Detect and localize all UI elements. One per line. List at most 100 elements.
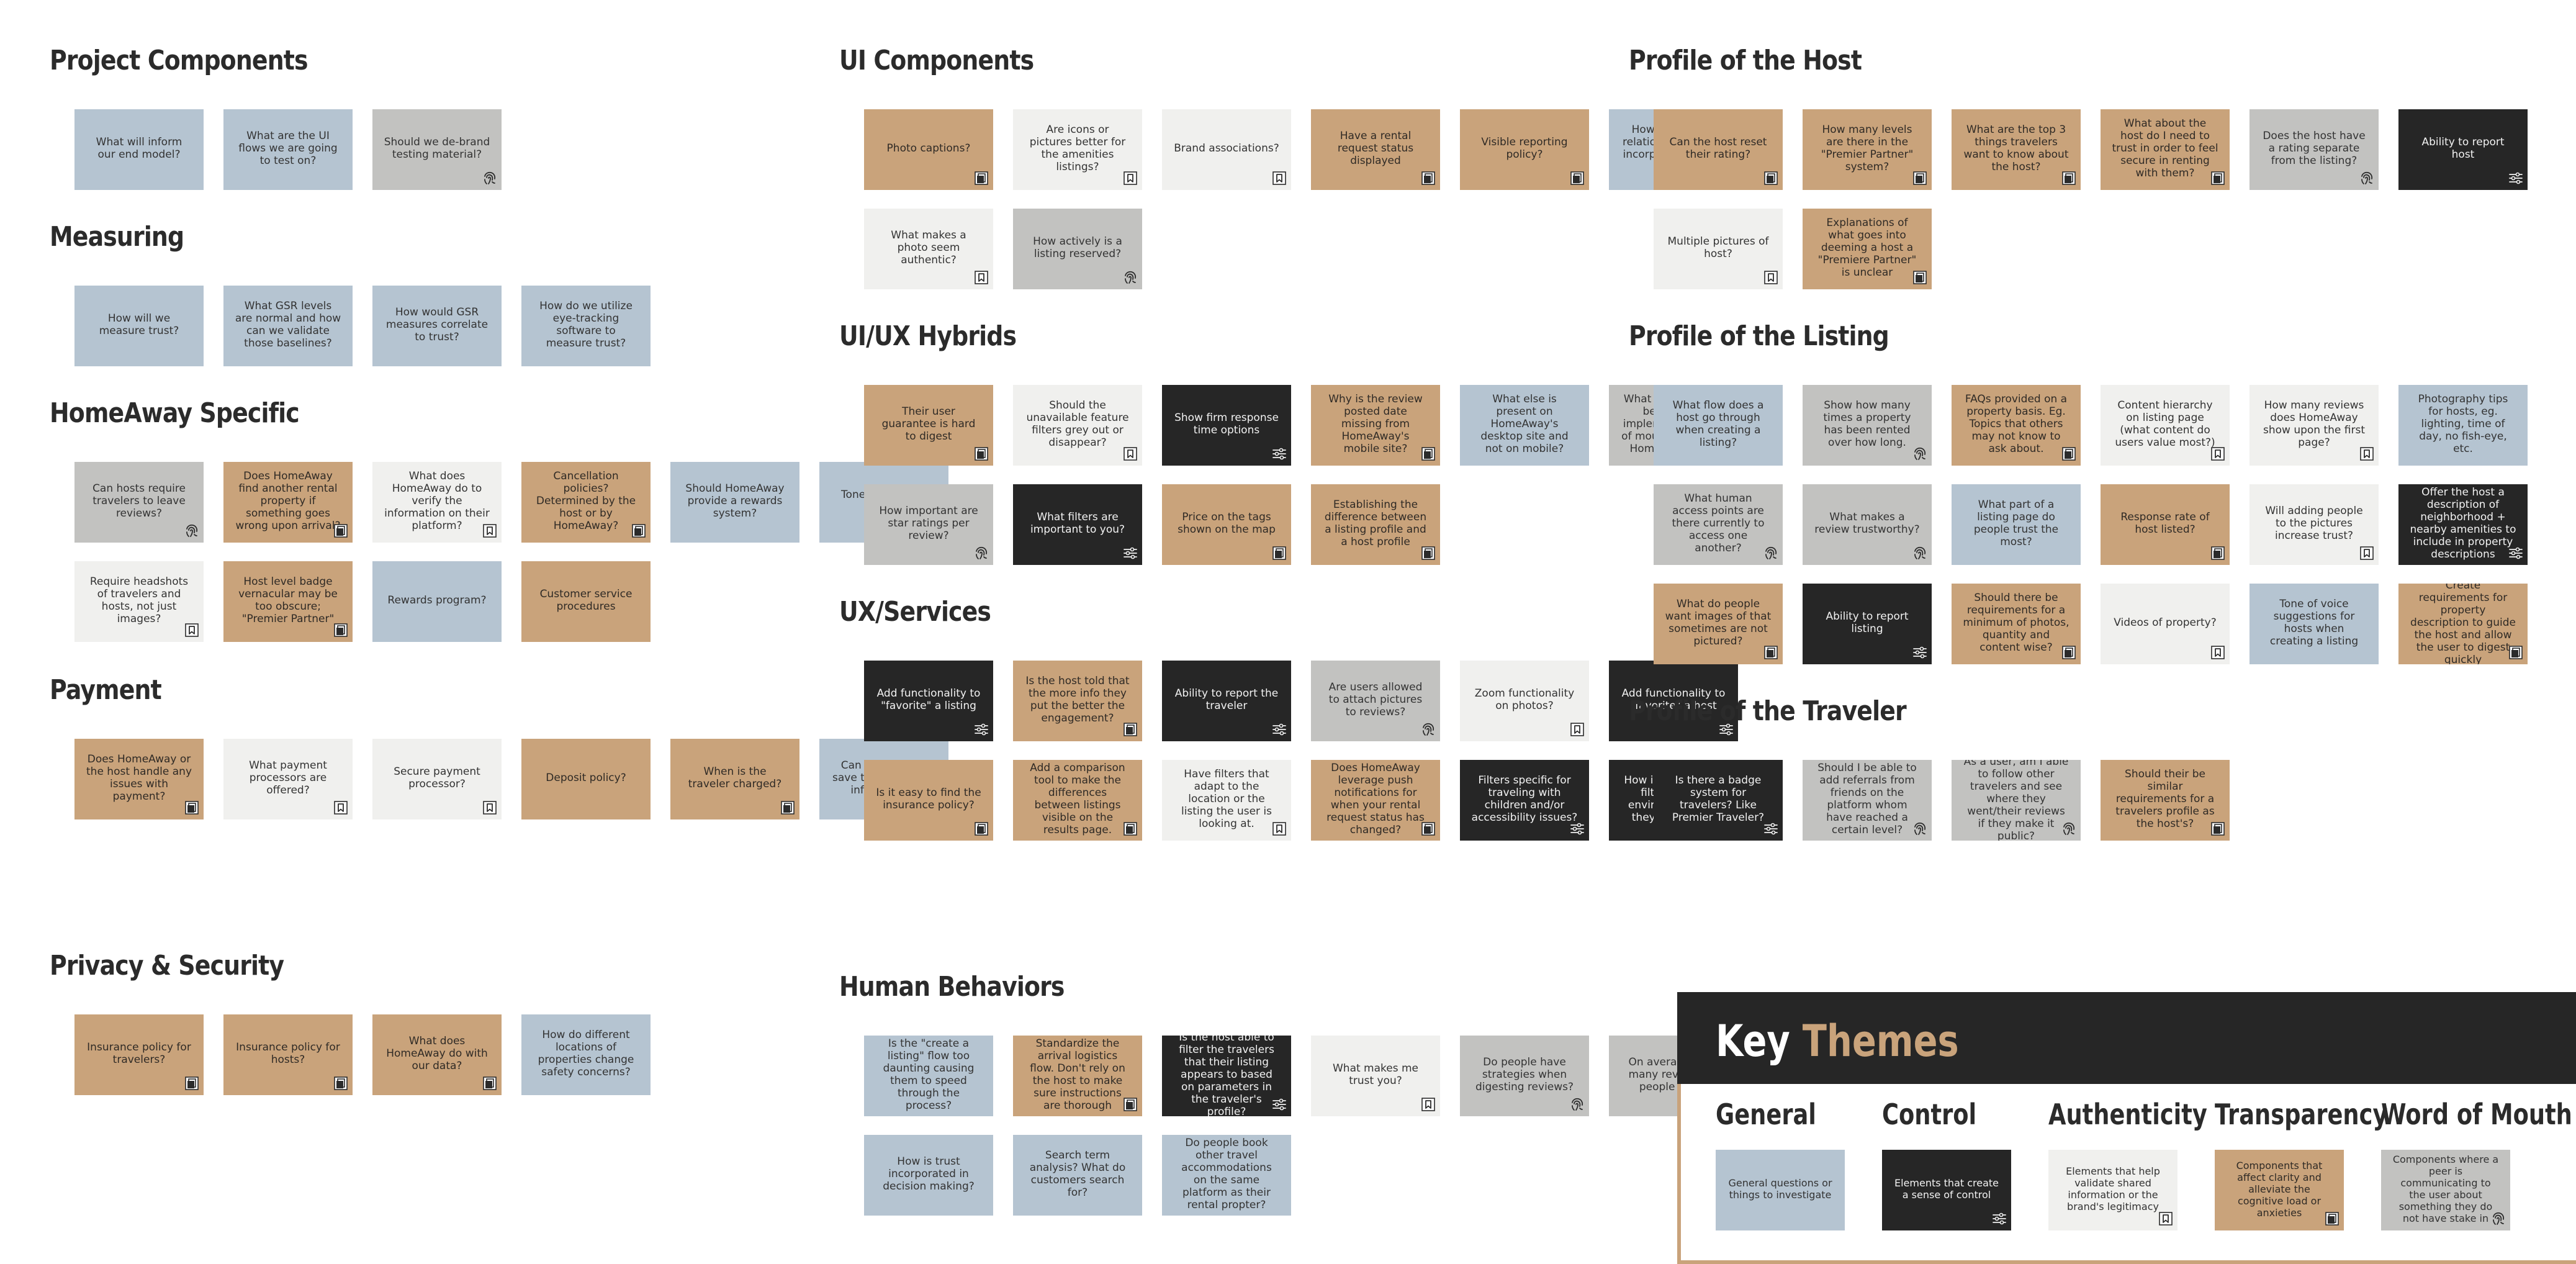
sticky-note[interactable]: Should we de-brand testing material? xyxy=(372,109,502,190)
sticky-note[interactable]: Is the "create a listing" flow too daunt… xyxy=(864,1036,993,1116)
sticky-note-text: What payment processors are offered? xyxy=(249,759,327,797)
sticky-note[interactable]: Should I be able to add referrals from f… xyxy=(1803,760,1932,841)
sticky-note[interactable]: Should there be requirements for a minim… xyxy=(1952,584,2081,664)
sticky-note[interactable]: Do people book other travel accommodatio… xyxy=(1162,1135,1291,1216)
sticky-note[interactable]: Does the host have a rating separate fro… xyxy=(2249,109,2379,190)
sticky-note[interactable]: Filters specific for traveling with chil… xyxy=(1460,760,1589,841)
sticky-note[interactable]: Ability to report host xyxy=(2398,109,2528,190)
sticky-note[interactable]: Add functionality to "favorite" a host xyxy=(1609,661,1738,741)
sticky-note[interactable]: What flow does a host go through when cr… xyxy=(1654,385,1783,466)
sticky-note[interactable]: Add functionality to "favorite" a listin… xyxy=(864,661,993,741)
sticky-note[interactable]: Should the unavailable feature filters g… xyxy=(1013,385,1142,466)
sticky-note[interactable]: What human access points are there curre… xyxy=(1654,484,1783,565)
sticky-note[interactable]: Search term analysis? What do customers … xyxy=(1013,1135,1142,1216)
sticky-note[interactable]: Brand associations? xyxy=(1162,109,1291,190)
sticky-note[interactable]: When is the traveler charged? xyxy=(670,739,799,819)
sticky-note[interactable]: Is the host able to filter the travelers… xyxy=(1162,1036,1291,1116)
sticky-note[interactable]: Host level badge vernacular may be too o… xyxy=(223,561,353,642)
sticky-note[interactable]: What GSR levels are normal and how can w… xyxy=(223,286,353,366)
sticky-note[interactable]: Photography tips for hosts, eg. lighting… xyxy=(2398,385,2528,466)
sticky-note[interactable]: Show how many times a property has been … xyxy=(1803,385,1932,466)
sticky-note[interactable]: What else is present on HomeAway's deskt… xyxy=(1460,385,1589,466)
sticky-note[interactable]: Response rate of host listed? xyxy=(2101,484,2230,565)
sticky-note[interactable]: How important are star ratings per revie… xyxy=(864,484,993,565)
bookmark-icon xyxy=(2210,446,2226,462)
sticky-note[interactable]: What makes me trust you? xyxy=(1311,1036,1440,1116)
sticky-note-text: How do different locations of properties… xyxy=(538,1029,634,1078)
sticky-note[interactable]: Does HomeAway leverage push notification… xyxy=(1311,760,1440,841)
layers-icon xyxy=(973,170,989,186)
sticky-note[interactable]: Does HomeAway or the host handle any iss… xyxy=(74,739,204,819)
sticky-note-grid: How will we measure trust?What GSR level… xyxy=(74,286,948,366)
sticky-note-grid: Insurance policy for travelers?Insurance… xyxy=(74,1014,948,1095)
sticky-note[interactable]: Insurance policy for hosts? xyxy=(223,1014,353,1095)
sticky-note[interactable]: What payment processors are offered? xyxy=(223,739,353,819)
sticky-note[interactable]: Explanations of what goes into deeming a… xyxy=(1803,209,1932,289)
sticky-note[interactable]: Can hosts require travelers to leave rev… xyxy=(74,462,204,543)
sticky-note[interactable]: What makes a review trustworthy? xyxy=(1803,484,1932,565)
sticky-note[interactable]: Show firm response time options xyxy=(1162,385,1291,466)
sticky-note[interactable]: How is trust incorporated in decision ma… xyxy=(864,1135,993,1216)
sticky-note[interactable]: Have filters that adapt to the location … xyxy=(1162,760,1291,841)
sticky-note[interactable]: Insurance policy for travelers? xyxy=(74,1014,204,1095)
sticky-note[interactable]: Have a rental request status displayed xyxy=(1311,109,1440,190)
sticky-note[interactable]: How actively is a listing reserved? xyxy=(1013,209,1142,289)
sticky-note[interactable]: Videos of property? xyxy=(2101,584,2230,664)
sticky-note[interactable]: Photo captions? xyxy=(864,109,993,190)
sticky-note[interactable]: What do people want images of that somet… xyxy=(1654,584,1783,664)
sticky-note[interactable]: Should their be similar requirements for… xyxy=(2101,760,2230,841)
sticky-note[interactable]: FAQs provided on a property basis. Eg. T… xyxy=(1952,385,2081,466)
sticky-note[interactable]: Multiple pictures of host? xyxy=(1654,209,1783,289)
sticky-note[interactable]: What part of a listing page do people tr… xyxy=(1952,484,2081,565)
sliders-icon xyxy=(2508,170,2524,186)
sticky-note[interactable]: How will we measure trust? xyxy=(74,286,204,366)
sticky-note[interactable]: Will adding people to the pictures incre… xyxy=(2249,484,2379,565)
sticky-note[interactable]: Why is the review posted date missing fr… xyxy=(1311,385,1440,466)
sticky-note-grid: Does HomeAway or the host handle any iss… xyxy=(74,739,948,819)
sticky-note[interactable]: Secure payment processor? xyxy=(372,739,502,819)
sticky-note[interactable]: Cancellation policies? Determined by the… xyxy=(521,462,651,543)
sticky-note[interactable]: Do people have strategies when digesting… xyxy=(1460,1036,1589,1116)
sticky-note[interactable]: Tone of voice suggestions for hosts when… xyxy=(2249,584,2379,664)
sticky-note[interactable]: Ability to report the traveler xyxy=(1162,661,1291,741)
sticky-note[interactable]: As a user, am I able to follow other tra… xyxy=(1952,760,2081,841)
sticky-note[interactable]: Does HomeAway find another rental proper… xyxy=(223,462,353,543)
sticky-note[interactable]: Standardize the arrival logistics flow. … xyxy=(1013,1036,1142,1116)
sticky-note[interactable]: Deposit policy? xyxy=(521,739,651,819)
sticky-note[interactable]: How would GSR measures correlate to trus… xyxy=(372,286,502,366)
sticky-note[interactable]: Content hierarchy on listing page (what … xyxy=(2101,385,2230,466)
sticky-note[interactable]: Zoom functionality on photos? xyxy=(1460,661,1589,741)
sticky-note[interactable]: Require headshots of travelers and hosts… xyxy=(74,561,204,642)
sticky-note[interactable]: Is the host told that the more info they… xyxy=(1013,661,1142,741)
sticky-note[interactable]: Is there a badge system for travelers? L… xyxy=(1654,760,1783,841)
sticky-note[interactable]: Customer service procedures xyxy=(521,561,651,642)
sticky-note[interactable]: Create requirements for property descrip… xyxy=(2398,584,2528,664)
sticky-note[interactable]: Their user guarantee is hard to digest xyxy=(864,385,993,466)
sticky-note[interactable]: What are the UI flows we are going to te… xyxy=(223,109,353,190)
sticky-note[interactable]: How many levels are there in the "Premie… xyxy=(1803,109,1932,190)
sticky-note[interactable]: Visible reporting policy? xyxy=(1460,109,1589,190)
sticky-note[interactable]: Is it easy to find the insurance policy? xyxy=(864,760,993,841)
sticky-note[interactable]: Offer the host a description of neighbor… xyxy=(2398,484,2528,565)
sticky-note[interactable]: Add a comparison tool to make the differ… xyxy=(1013,760,1142,841)
sticky-note[interactable]: What about the host do I need to trust i… xyxy=(2101,109,2230,190)
sticky-note[interactable]: What are the top 3 things travelers want… xyxy=(1952,109,2081,190)
sticky-note[interactable]: Price on the tags shown on the map xyxy=(1162,484,1291,565)
sticky-note[interactable]: How do we utilize eye-tracking software … xyxy=(521,286,651,366)
sticky-note[interactable]: Can the host reset their rating? xyxy=(1654,109,1783,190)
sticky-note[interactable]: What does HomeAway do with our data? xyxy=(372,1014,502,1095)
layers-icon xyxy=(184,800,200,816)
sticky-note[interactable]: What filters are important to you? xyxy=(1013,484,1142,565)
sticky-note[interactable]: How do different locations of properties… xyxy=(521,1014,651,1095)
sticky-note[interactable]: Establishing the difference between a li… xyxy=(1311,484,1440,565)
sticky-note[interactable]: Are users allowed to attach pictures to … xyxy=(1311,661,1440,741)
sticky-note[interactable]: Should HomeAway provide a rewards system… xyxy=(670,462,799,543)
sticky-note[interactable]: Are icons or pictures better for the ame… xyxy=(1013,109,1142,190)
sticky-note[interactable]: Ability to report listing xyxy=(1803,584,1932,664)
sticky-note[interactable]: What will inform our end model? xyxy=(74,109,204,190)
sticky-note[interactable]: How many reviews does HomeAway show upon… xyxy=(2249,385,2379,466)
sticky-note-text: Should HomeAway provide a rewards system… xyxy=(685,482,785,520)
sticky-note[interactable]: What makes a photo seem authentic? xyxy=(864,209,993,289)
sticky-note[interactable]: What does HomeAway do to verify the info… xyxy=(372,462,502,543)
sticky-note[interactable]: Rewards program? xyxy=(372,561,502,642)
